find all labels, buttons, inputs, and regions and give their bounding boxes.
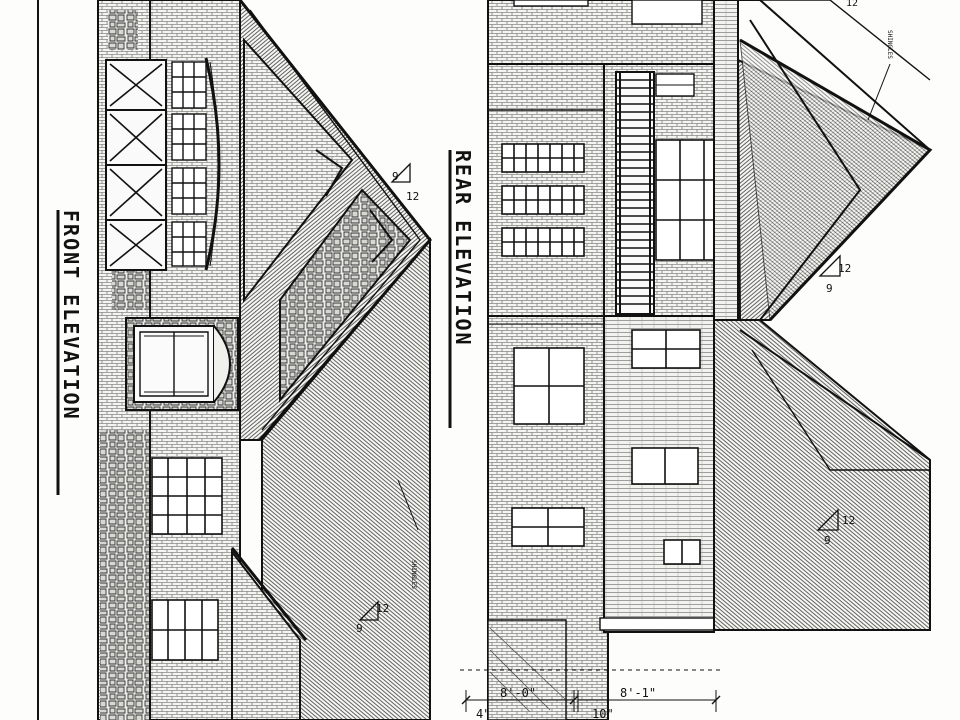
rear-roof	[713, 0, 933, 631]
rear-pitch-2-run: 9	[824, 534, 831, 547]
rear-pitch-1-run: 9	[826, 282, 833, 295]
rear-stair	[615, 71, 695, 315]
front-roof	[230, 0, 432, 720]
front-elevation: 1234 9 12 12 9	[56, 0, 432, 720]
front-entry-door: 1234	[125, 172, 262, 411]
front-pitch-bottom-run: 9	[356, 622, 363, 635]
dim-8-1: 8'-1"	[620, 686, 656, 700]
front-pitch-top: 9	[392, 170, 399, 183]
rear-pitch-1: 12	[838, 262, 851, 275]
rear-upper-windows	[501, 143, 585, 257]
front-shingles-note: SHINGLES	[410, 560, 417, 589]
garage-doors	[105, 57, 221, 271]
rear-lower-windows	[511, 329, 701, 565]
dim-4: 4"	[476, 707, 490, 720]
rear-shingles-note: SHINGLES	[886, 30, 893, 59]
front-pitch-bottom: 12	[376, 602, 389, 615]
dimension-strings: 8'-0" 8'-1" 4" 10"	[460, 669, 721, 720]
front-lower-windows	[151, 457, 223, 661]
rear-pitch-2: 12	[842, 514, 855, 527]
dim-8-0: 8'-0"	[500, 686, 536, 700]
dim-10: 10"	[592, 707, 614, 720]
rear-elevation: 12 9 12 9 12 SHINGLES REAR ELEVATION	[448, 0, 933, 720]
front-pitch-top-run: 12	[406, 190, 419, 203]
front-elevation-title: FRONT ELEVATION	[59, 210, 83, 421]
rear-pitch-top: 12	[846, 0, 858, 9]
rear-elevation-title: REAR ELEVATION	[451, 150, 475, 347]
